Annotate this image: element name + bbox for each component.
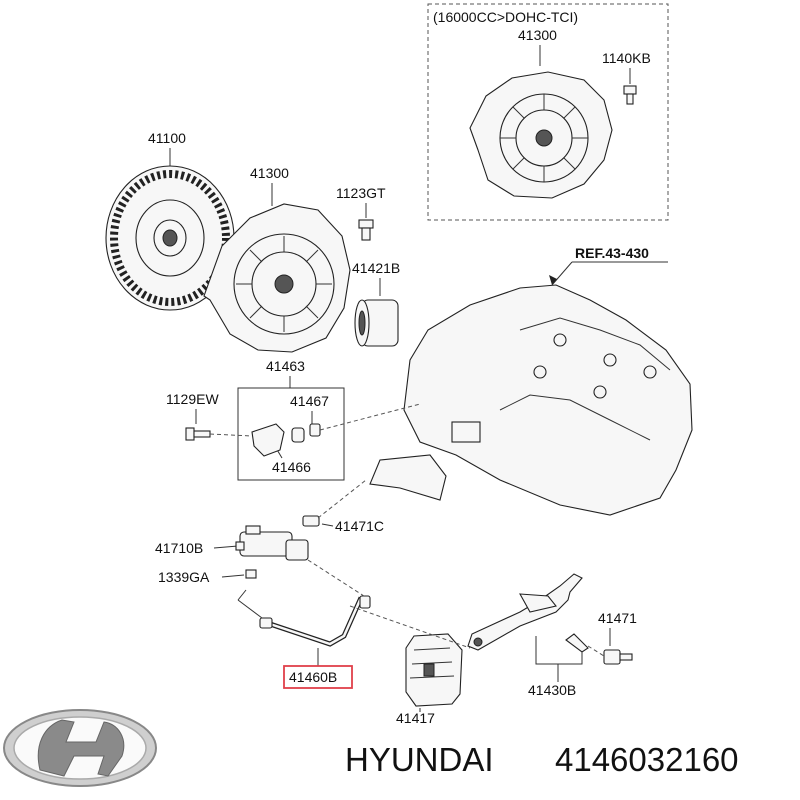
hyundai-logo-icon xyxy=(3,709,157,787)
label-41467: 41467 xyxy=(290,393,329,409)
clutch-disc xyxy=(105,165,235,311)
brand-name: HYUNDAI xyxy=(345,741,494,778)
bracket-bolt-icon xyxy=(185,427,211,441)
bracket-group-box xyxy=(237,387,345,481)
bracket-parts xyxy=(251,423,321,457)
release-fork xyxy=(467,573,583,651)
label-1339GA: 1339GA xyxy=(158,569,210,585)
variant-bolt-icon xyxy=(623,85,637,105)
fitting-icon xyxy=(302,515,320,527)
label-41460B: 41460B xyxy=(289,669,337,685)
clip-icon xyxy=(245,569,257,579)
hose xyxy=(259,595,371,647)
label-41300: 41300 xyxy=(250,165,289,181)
label-41417: 41417 xyxy=(396,710,435,726)
variant-part-label: 41300 xyxy=(518,27,557,43)
cover-bolt-icon xyxy=(358,219,374,241)
highlight-box-41460B xyxy=(283,665,353,689)
fork-spring xyxy=(565,633,589,653)
transmission-housing xyxy=(369,284,693,516)
label-41463: 41463 xyxy=(266,358,305,374)
clutch-cover xyxy=(203,203,351,353)
variant-header: (16000CC>DOHC-TCI) xyxy=(433,9,578,25)
variant-clutch-cover xyxy=(469,71,613,199)
label-41100: 41100 xyxy=(148,130,186,146)
label-41710B: 41710B xyxy=(155,540,203,556)
variant-bolt-label: 1140KB xyxy=(602,50,651,66)
label-41421B: 41421B xyxy=(352,260,400,276)
release-cylinder xyxy=(235,525,309,561)
release-bearing xyxy=(354,299,399,347)
label-41471C: 41471C xyxy=(335,518,384,534)
part-number: 4146032160 xyxy=(555,741,739,778)
label-41466: 41466 xyxy=(272,459,311,475)
label-41471: 41471 xyxy=(598,610,637,626)
variant-box xyxy=(427,3,669,221)
label-41430B: 41430B xyxy=(528,682,576,698)
ref-label: REF.43-430 xyxy=(575,245,649,261)
fork-bolt-icon xyxy=(603,649,633,665)
label-1129EW: 1129EW xyxy=(166,391,219,407)
label-1123GT: 1123GT xyxy=(336,185,386,201)
boot xyxy=(405,633,463,707)
